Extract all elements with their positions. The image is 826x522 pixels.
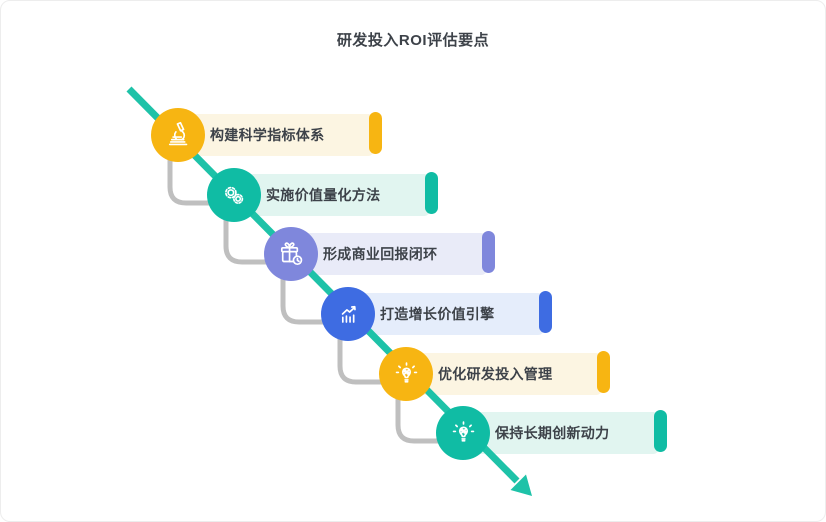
step-accent-bar — [597, 351, 610, 393]
step-accent-bar — [539, 291, 552, 333]
step-accent-bar — [369, 112, 382, 154]
growth-chart-icon — [333, 299, 364, 330]
step-node — [436, 406, 490, 460]
page-title: 研发投入ROI评估要点 — [336, 32, 490, 49]
step-node — [207, 168, 261, 222]
step-label: 形成商业回报闭环 — [323, 246, 438, 262]
gears-icon — [219, 180, 250, 211]
step-card: 保持长期创新动力 — [473, 410, 667, 454]
step-label: 构建科学指标体系 — [210, 127, 325, 143]
step-card: 打造增长价值引擎 — [358, 291, 552, 335]
step-label: 实施价值量化方法 — [266, 187, 381, 203]
step-accent-bar — [425, 172, 438, 214]
step-label: 优化研发投入管理 — [438, 366, 553, 382]
step-label: 打造增长价值引擎 — [380, 306, 495, 322]
microscope-icon — [163, 120, 194, 151]
step-node — [151, 108, 205, 162]
lightbulb-icon — [448, 418, 479, 449]
lightbulb-icon — [391, 359, 422, 390]
step-card: 形成商业回报闭环 — [301, 231, 495, 275]
step-node — [264, 227, 318, 281]
step-node — [321, 287, 375, 341]
step-accent-bar — [654, 410, 667, 452]
step-node — [379, 347, 433, 401]
step-label: 保持长期创新动力 — [495, 425, 610, 441]
flow-arrowhead-icon — [510, 474, 532, 496]
step-card: 实施价值量化方法 — [244, 172, 438, 216]
step-card: 优化研发投入管理 — [416, 351, 610, 395]
step-card: 构建科学指标体系 — [188, 112, 382, 156]
step-accent-bar — [482, 231, 495, 273]
gift-icon — [276, 239, 307, 270]
